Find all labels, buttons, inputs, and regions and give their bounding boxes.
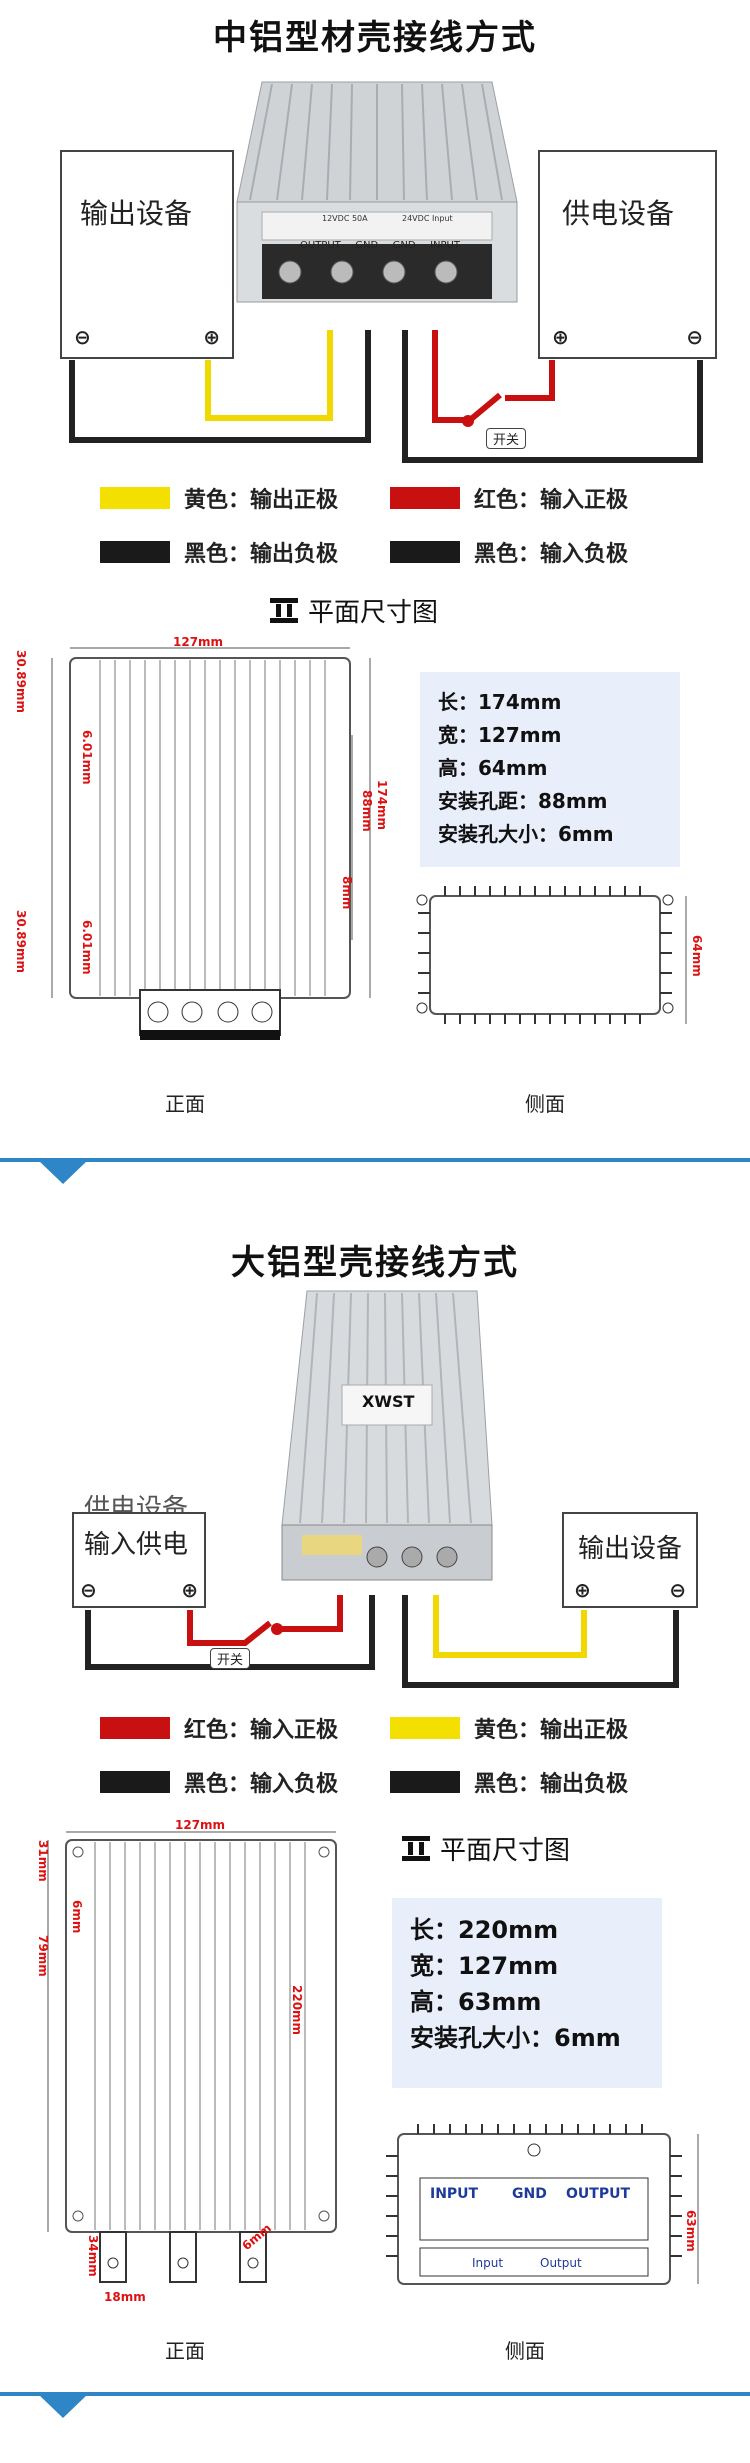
spec-box-large: 长：220mm 宽：127mm 高：63mm 安装孔大小：6mm <box>392 1898 662 2088</box>
spec-width-large: 宽：127mm <box>410 1952 559 1980</box>
plus-terminal-icon: ⊕ <box>181 1578 198 1602</box>
terminal-output: OUTPUT <box>300 240 341 251</box>
dim-bottom-offset: 30.89mm <box>14 910 28 973</box>
switch-label: 开关 <box>486 428 527 449</box>
dim-pitch: 88mm <box>360 790 374 832</box>
spec-length: 长：174mm <box>438 690 562 714</box>
wiring-large <box>85 1595 679 1688</box>
dim-top-large: 31mm <box>36 1840 50 1882</box>
dim-hole-large: 6mm <box>70 1900 84 1934</box>
side-label-gnd: GND <box>512 2186 547 2202</box>
terminal-labels: OUTPUT GND GND INPUT <box>300 240 460 251</box>
converter-label-sub: 24VDC Input <box>402 214 453 223</box>
spec-width: 宽：127mm <box>438 723 562 747</box>
divider-arrow-icon <box>38 2394 88 2418</box>
caption-side-large: 侧面 <box>505 2339 545 2363</box>
plus-terminal-icon: ⊕ <box>552 325 569 349</box>
dim-small: 8mm <box>340 876 354 910</box>
black-swatch <box>390 541 460 563</box>
terminal-gnd-2: GND <box>392 240 416 251</box>
dim-height-large: 63mm <box>684 2210 698 2252</box>
divider-arrow-icon <box>38 1160 88 1184</box>
legend-red-in: 红色：输入正极 <box>390 482 628 514</box>
dim-length-large: 220mm <box>290 1985 304 2036</box>
legend-black-out-large: 黑色：输出负极 <box>390 1766 628 1798</box>
section1-title: 中铝型材壳接线方式 <box>213 18 537 58</box>
input-power-box: 输入供电 ⊖ ⊕ <box>72 1512 206 1608</box>
spec-hole-size-large: 安装孔大小：6mm <box>410 2024 621 2052</box>
section-divider <box>0 1158 750 1162</box>
side-bottom-output: Output <box>540 2256 582 2270</box>
side-bottom-input: Input <box>472 2256 504 2270</box>
minus-terminal-icon: ⊖ <box>669 1578 686 1602</box>
caption-front-large: 正面 <box>165 2339 205 2363</box>
red-swatch <box>100 1717 170 1739</box>
minus-terminal-icon: ⊖ <box>74 325 91 349</box>
wiring-medium <box>69 330 703 463</box>
terminal-input: INPUT <box>430 240 460 251</box>
black-swatch <box>390 1771 460 1793</box>
yellow-swatch <box>390 1717 460 1739</box>
spec-box-medium: 长：174mm 宽：127mm 高：64mm 安装孔距：88mm 安装孔大小：6… <box>420 672 680 867</box>
dim-width-large: 127mm <box>175 1818 226 1832</box>
spec-hole-size: 安装孔大小：6mm <box>438 822 614 846</box>
legend-black-out: 黑色：输出负极 <box>100 536 338 568</box>
input-power-label: 输入供电 <box>84 1530 189 1560</box>
dim-hole-2: 6.01mm <box>80 920 94 975</box>
output-device-box-large: 输出设备 ⊕ ⊖ <box>562 1512 698 1608</box>
side-label-input: INPUT <box>430 2186 479 2202</box>
switch-label-large: 开关 <box>210 1648 251 1669</box>
dim-top-offset: 30.89mm <box>14 650 28 713</box>
output-device-box: 输出设备 ⊖ ⊕ <box>60 150 234 359</box>
dim-hole-1: 6.01mm <box>80 730 94 785</box>
front-drawing-large <box>47 1831 337 2283</box>
power-device-box: 供电设备 ⊕ ⊖ <box>538 150 717 359</box>
black-swatch <box>100 1771 170 1793</box>
minus-terminal-icon: ⊖ <box>80 1578 97 1602</box>
legend-red-in-large: 红色：输入正极 <box>100 1712 338 1744</box>
dim-width: 127mm <box>173 635 224 649</box>
converter-large-image <box>281 1290 493 1581</box>
section2-title: 大铝型壳接线方式 <box>231 1243 519 1283</box>
front-drawing-medium <box>51 647 371 1040</box>
black-swatch <box>100 541 170 563</box>
red-swatch <box>390 487 460 509</box>
plus-terminal-icon: ⊕ <box>574 1578 591 1602</box>
dim-tabw-large: 18mm <box>104 2290 146 2304</box>
dimension-header-large: 平面尺寸图 <box>400 1830 570 1867</box>
dim-tab-large: 34mm <box>86 2235 100 2277</box>
plus-terminal-icon: ⊕ <box>203 325 220 349</box>
converter-label-top: 12VDC 50A <box>322 214 368 223</box>
caption-front: 正面 <box>165 1092 205 1116</box>
power-device-label: 供电设备 <box>562 197 675 230</box>
output-device-label: 输出设备 <box>80 197 193 230</box>
terminal-gnd-1: GND <box>355 240 379 251</box>
ruler-icon <box>270 597 298 623</box>
legend-black-in-large: 黑色：输入负极 <box>100 1766 338 1798</box>
output-device-label-large: 输出设备 <box>578 1534 683 1564</box>
minus-terminal-icon: ⊖ <box>686 325 703 349</box>
spec-height-large: 高：63mm <box>410 1988 542 2016</box>
side-drawing-medium <box>416 886 687 1024</box>
dim-length: 174mm <box>375 780 389 831</box>
caption-side: 侧面 <box>525 1092 565 1116</box>
side-drawing-large <box>386 2124 699 2285</box>
spec-length-large: 长：220mm <box>410 1916 559 1944</box>
brand-label: XWST <box>362 1392 415 1411</box>
spec-hole-pitch: 安装孔距：88mm <box>438 789 608 813</box>
dimension-header: 平面尺寸图 <box>268 592 438 629</box>
dim-span-large: 79mm <box>36 1935 50 1977</box>
ruler-icon <box>402 1835 430 1861</box>
spec-height: 高：64mm <box>438 756 548 780</box>
converter-medium-image <box>236 81 518 303</box>
legend-black-in: 黑色：输入负极 <box>390 536 628 568</box>
side-label-output: OUTPUT <box>566 2186 630 2202</box>
section-divider-bottom <box>0 2392 750 2396</box>
legend-yellow-out: 黄色：输出正极 <box>100 482 338 514</box>
yellow-swatch <box>100 487 170 509</box>
dim-height: 64mm <box>690 935 704 977</box>
legend-yellow-out-large: 黄色：输出正极 <box>390 1712 628 1744</box>
